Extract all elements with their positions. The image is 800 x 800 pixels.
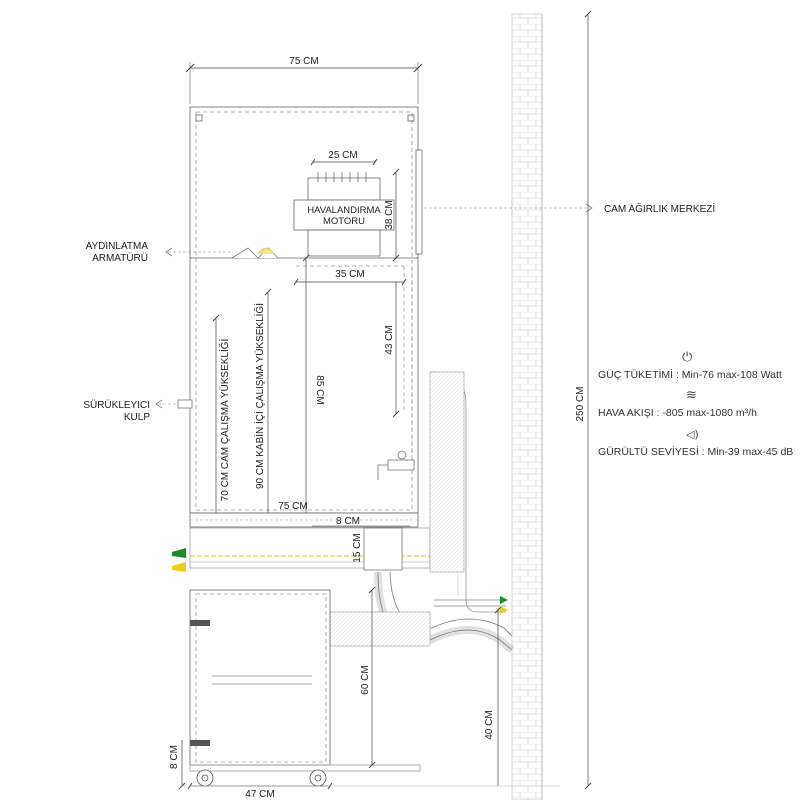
- base-width-label: 47 CM: [245, 789, 274, 800]
- faucet: [377, 450, 415, 480]
- wheel-height-label: 8 CM: [169, 745, 180, 769]
- light-fixture-label-2: ARMATÜRÜ: [92, 252, 148, 264]
- exhaust-duct: [329, 371, 515, 654]
- duct-height-dimension: 43 CM: [384, 282, 400, 418]
- duct-height-label: 43 CM: [384, 325, 395, 354]
- worktop-width-label: 75 CM: [278, 501, 307, 512]
- fan-width-label: 25 CM: [328, 150, 357, 161]
- wall-height-label: 40 CM: [484, 710, 495, 739]
- cabinet-height-dimension: 90 CM KABİN İÇİ ÇALIŞMA YÜKSEKLİĞİ: [253, 288, 272, 514]
- brick-wall: [511, 13, 543, 800]
- wall-height-dimension: 40 CM: [484, 606, 502, 786]
- power-consumption-text: GÜÇ TÜKETİMİ : Min-76 max-108 Watt: [598, 369, 782, 381]
- plug-icon: ⏻: [682, 350, 693, 365]
- base-cabinet: [189, 589, 421, 772]
- caster-wheels: [196, 769, 327, 787]
- center-of-gravity-leader: CAM AĞIRLIK MERKEZİ: [424, 202, 715, 215]
- wheel-height-dimension: 8 CM: [169, 740, 186, 790]
- center-of-gravity-label: CAM AĞIRLIK MERKEZİ: [604, 202, 715, 215]
- fan-motor-label-2: MOTORU: [323, 216, 365, 227]
- total-height-dimension: 250 CM: [575, 10, 592, 790]
- gas-valve-yellow: [172, 562, 186, 572]
- cabinet-height-label: 90 CM KABİN İÇİ ÇALIŞMA YÜKSEKLİĞİ: [253, 303, 266, 489]
- sash-handle: SÜRÜKLEYICI KULP: [83, 399, 193, 423]
- inner-height-label: 85 CM: [314, 375, 325, 404]
- airflow-text: HAVA AKIŞI : -805 max-1080 m³/h: [598, 407, 757, 419]
- top-width-dimension: 75 CM: [185, 56, 423, 104]
- glass-height-label: 70 CM CAM ÇALIŞMA YÜKSEKLİĞİ: [218, 339, 231, 502]
- duct-width-dimension: 35 CM: [293, 269, 407, 286]
- speaker-icon: ◁): [686, 428, 699, 441]
- internal-duct: [296, 265, 413, 470]
- base-height-label: 60 CM: [360, 665, 371, 694]
- ventilation-fan-motor: HAVALANDIRMA MOTORU: [293, 172, 395, 257]
- width-top-label: 75 CM: [289, 56, 318, 67]
- sink-height-label: 15 CM: [352, 533, 363, 562]
- cabinet-hinges: [190, 620, 210, 746]
- worktop: 75 CM 8 CM: [189, 501, 419, 528]
- duct-width-label: 35 CM: [335, 269, 364, 280]
- noise-level-text: GÜRÜLTÜ SEVİYESİ : Min-39 max-45 dB: [598, 446, 794, 458]
- plumbing-zone: 15 CM: [189, 527, 440, 571]
- sash-handle-label-2: KULP: [124, 412, 150, 423]
- fume-hood-cabinet: [189, 106, 423, 514]
- light-fixture-label-1: AYDINLATMA: [86, 241, 149, 252]
- gas-valve-green: [172, 548, 186, 558]
- worktop-thickness-label: 8 CM: [336, 516, 360, 527]
- light-fixture: AYDINLATMA ARMATÜRÜ: [86, 241, 279, 264]
- fan-height-dimension: 38 CM: [384, 168, 400, 262]
- inner-height-dimension: 85 CM: [302, 254, 325, 514]
- fan-height-label: 38 CM: [384, 200, 395, 229]
- base-height-dimension: 60 CM: [360, 586, 376, 769]
- fan-motor-label-1: HAVALANDIRMA: [307, 205, 381, 216]
- airflow-icon: ≋: [686, 388, 697, 403]
- sash-handle-label-1: SÜRÜKLEYICI: [83, 399, 150, 411]
- total-height-label: 250 CM: [575, 386, 586, 421]
- fan-width-dimension: 25 CM: [310, 150, 378, 166]
- glass-height-dimension: 70 CM CAM ÇALIŞMA YÜKSEKLİĞİ: [212, 314, 231, 514]
- base-width-dimension: 47 CM: [187, 782, 333, 800]
